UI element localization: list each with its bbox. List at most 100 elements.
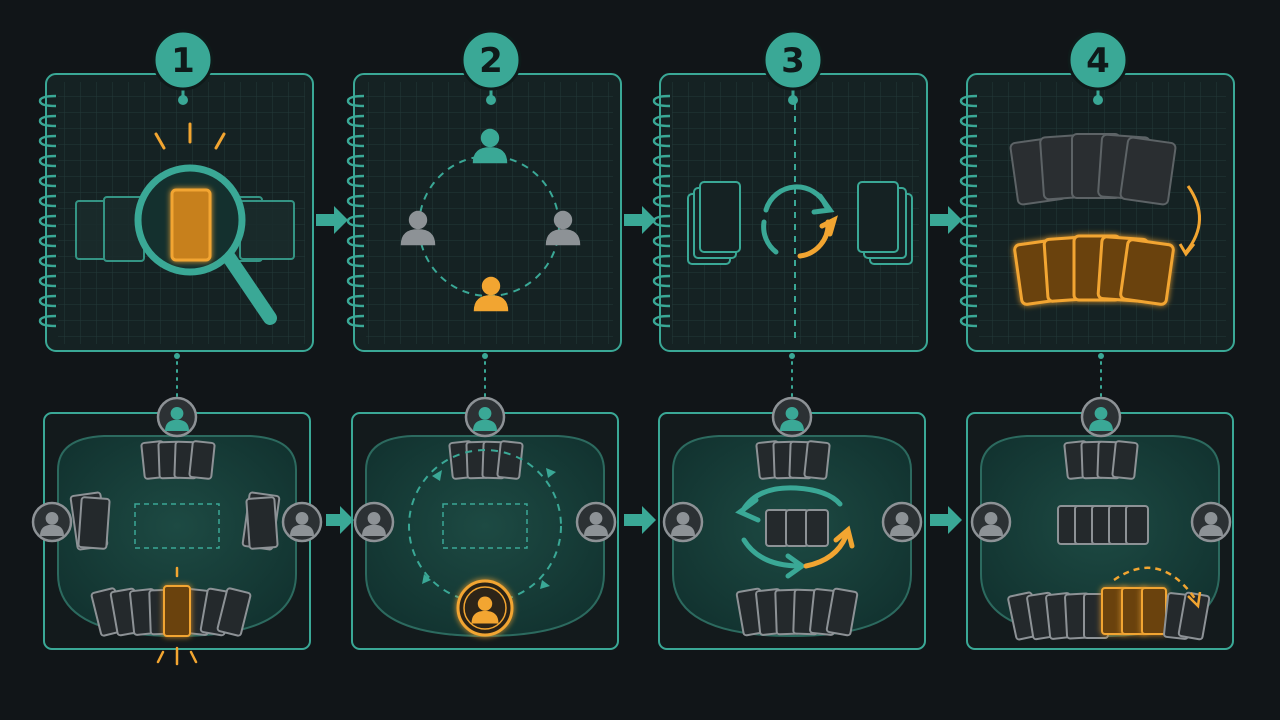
spiral-ring: [38, 174, 57, 188]
deck-right: [857, 181, 913, 265]
flow-arrow-icon: [326, 506, 354, 534]
spiral-ring: [346, 294, 365, 308]
card: [1141, 587, 1167, 635]
card: [163, 585, 191, 637]
step-badge-2: 2: [460, 29, 522, 105]
highlight-rays: [154, 122, 226, 150]
flow-arrow-icon: [930, 506, 962, 534]
flow-arrow-icon: [930, 206, 962, 234]
spiral-ring: [959, 174, 978, 188]
spiral-ring: [652, 134, 671, 148]
card: [188, 440, 216, 480]
table-center: [134, 503, 220, 549]
spiral-ring: [652, 314, 671, 328]
spiral-ring: [38, 194, 57, 208]
grey-hand: [1009, 133, 1177, 206]
player-icon: [575, 501, 617, 543]
poker-table: [970, 396, 1232, 641]
bottom-flow-arrows: [326, 506, 962, 534]
spiral-ring: [346, 274, 365, 288]
spiral-ring: [652, 274, 671, 288]
spiral-ring: [652, 114, 671, 128]
player-icon: [662, 501, 704, 543]
spiral-ring: [38, 294, 57, 308]
panel-4-content: [1009, 133, 1201, 306]
spiral-ring: [38, 254, 57, 268]
card: [1125, 505, 1149, 545]
spiral-ring: [346, 94, 365, 108]
spiral-ring: [652, 234, 671, 248]
player-icon: [281, 501, 323, 543]
spiral-ring: [38, 234, 57, 248]
step-badge-1: 1: [152, 29, 214, 105]
spiral-ring: [959, 134, 978, 148]
spiral-ring: [38, 314, 57, 328]
gold-hand: [1013, 234, 1175, 306]
card: [805, 509, 829, 547]
move-arrow-head: [1187, 591, 1202, 609]
deck-left: [687, 181, 741, 265]
card: [245, 496, 279, 550]
card: [1177, 591, 1211, 641]
panel-3-content: [687, 104, 913, 344]
highlight-rays: [156, 566, 198, 666]
spiral-ring: [346, 134, 365, 148]
notebook-panel-4: [966, 73, 1235, 352]
poker-table: [31, 396, 323, 666]
cycle-arrows-icon: [761, 184, 838, 259]
spiral-ring: [38, 134, 57, 148]
player-icon: [464, 396, 506, 438]
cycle-arrows-icon: [735, 485, 855, 579]
spiral-ring: [959, 294, 978, 308]
card: [825, 587, 859, 637]
table-felt: [57, 435, 297, 638]
flow-arrow-icon: [316, 206, 348, 234]
flow-arrow-icon: [624, 206, 656, 234]
card: [1111, 440, 1139, 480]
spiral-ring: [346, 214, 365, 228]
spiral-ring: [38, 274, 57, 288]
move-arrow: [1113, 566, 1198, 601]
panel-2-content: [400, 128, 581, 312]
player-icon: [31, 501, 73, 543]
step-badge-3: 3: [762, 29, 824, 105]
notebook-panel-2: [353, 73, 622, 352]
spiral-ring: [652, 154, 671, 168]
poker-table: [353, 396, 617, 638]
magnifier-icon: [134, 164, 277, 325]
panel-1-content: [75, 122, 295, 325]
player-icon: [881, 501, 923, 543]
step-number-2: 2: [479, 41, 503, 81]
card-tables: [31, 396, 1232, 666]
player-icon: [970, 501, 1012, 543]
player-icon: [1080, 396, 1122, 438]
center-cards: [765, 509, 829, 547]
vertical-connectors: [176, 353, 1102, 397]
spiral-ring: [346, 234, 365, 248]
spiral-ring: [346, 194, 365, 208]
spiral-ring: [959, 114, 978, 128]
spiral-ring: [346, 254, 365, 268]
center-cards: [1057, 505, 1149, 545]
spiral-ring: [38, 114, 57, 128]
step-number-1: 1: [171, 41, 195, 81]
spiral-ring: [38, 94, 57, 108]
spiral-ring: [959, 234, 978, 248]
table-center: [442, 503, 528, 549]
card: [216, 587, 252, 637]
player-icon: [1190, 501, 1232, 543]
spiral-ring: [38, 214, 57, 228]
spiral-ring: [959, 314, 978, 328]
spiral-ring: [959, 274, 978, 288]
spiral-ring: [38, 154, 57, 168]
card: [496, 440, 524, 480]
spiral-ring: [346, 314, 365, 328]
spiral-ring: [652, 174, 671, 188]
spiral-binding: [38, 94, 978, 328]
spiral-ring: [959, 94, 978, 108]
card: [785, 509, 809, 547]
step-badges: 1 2 3 4: [152, 29, 1129, 105]
spiral-ring: [652, 94, 671, 108]
